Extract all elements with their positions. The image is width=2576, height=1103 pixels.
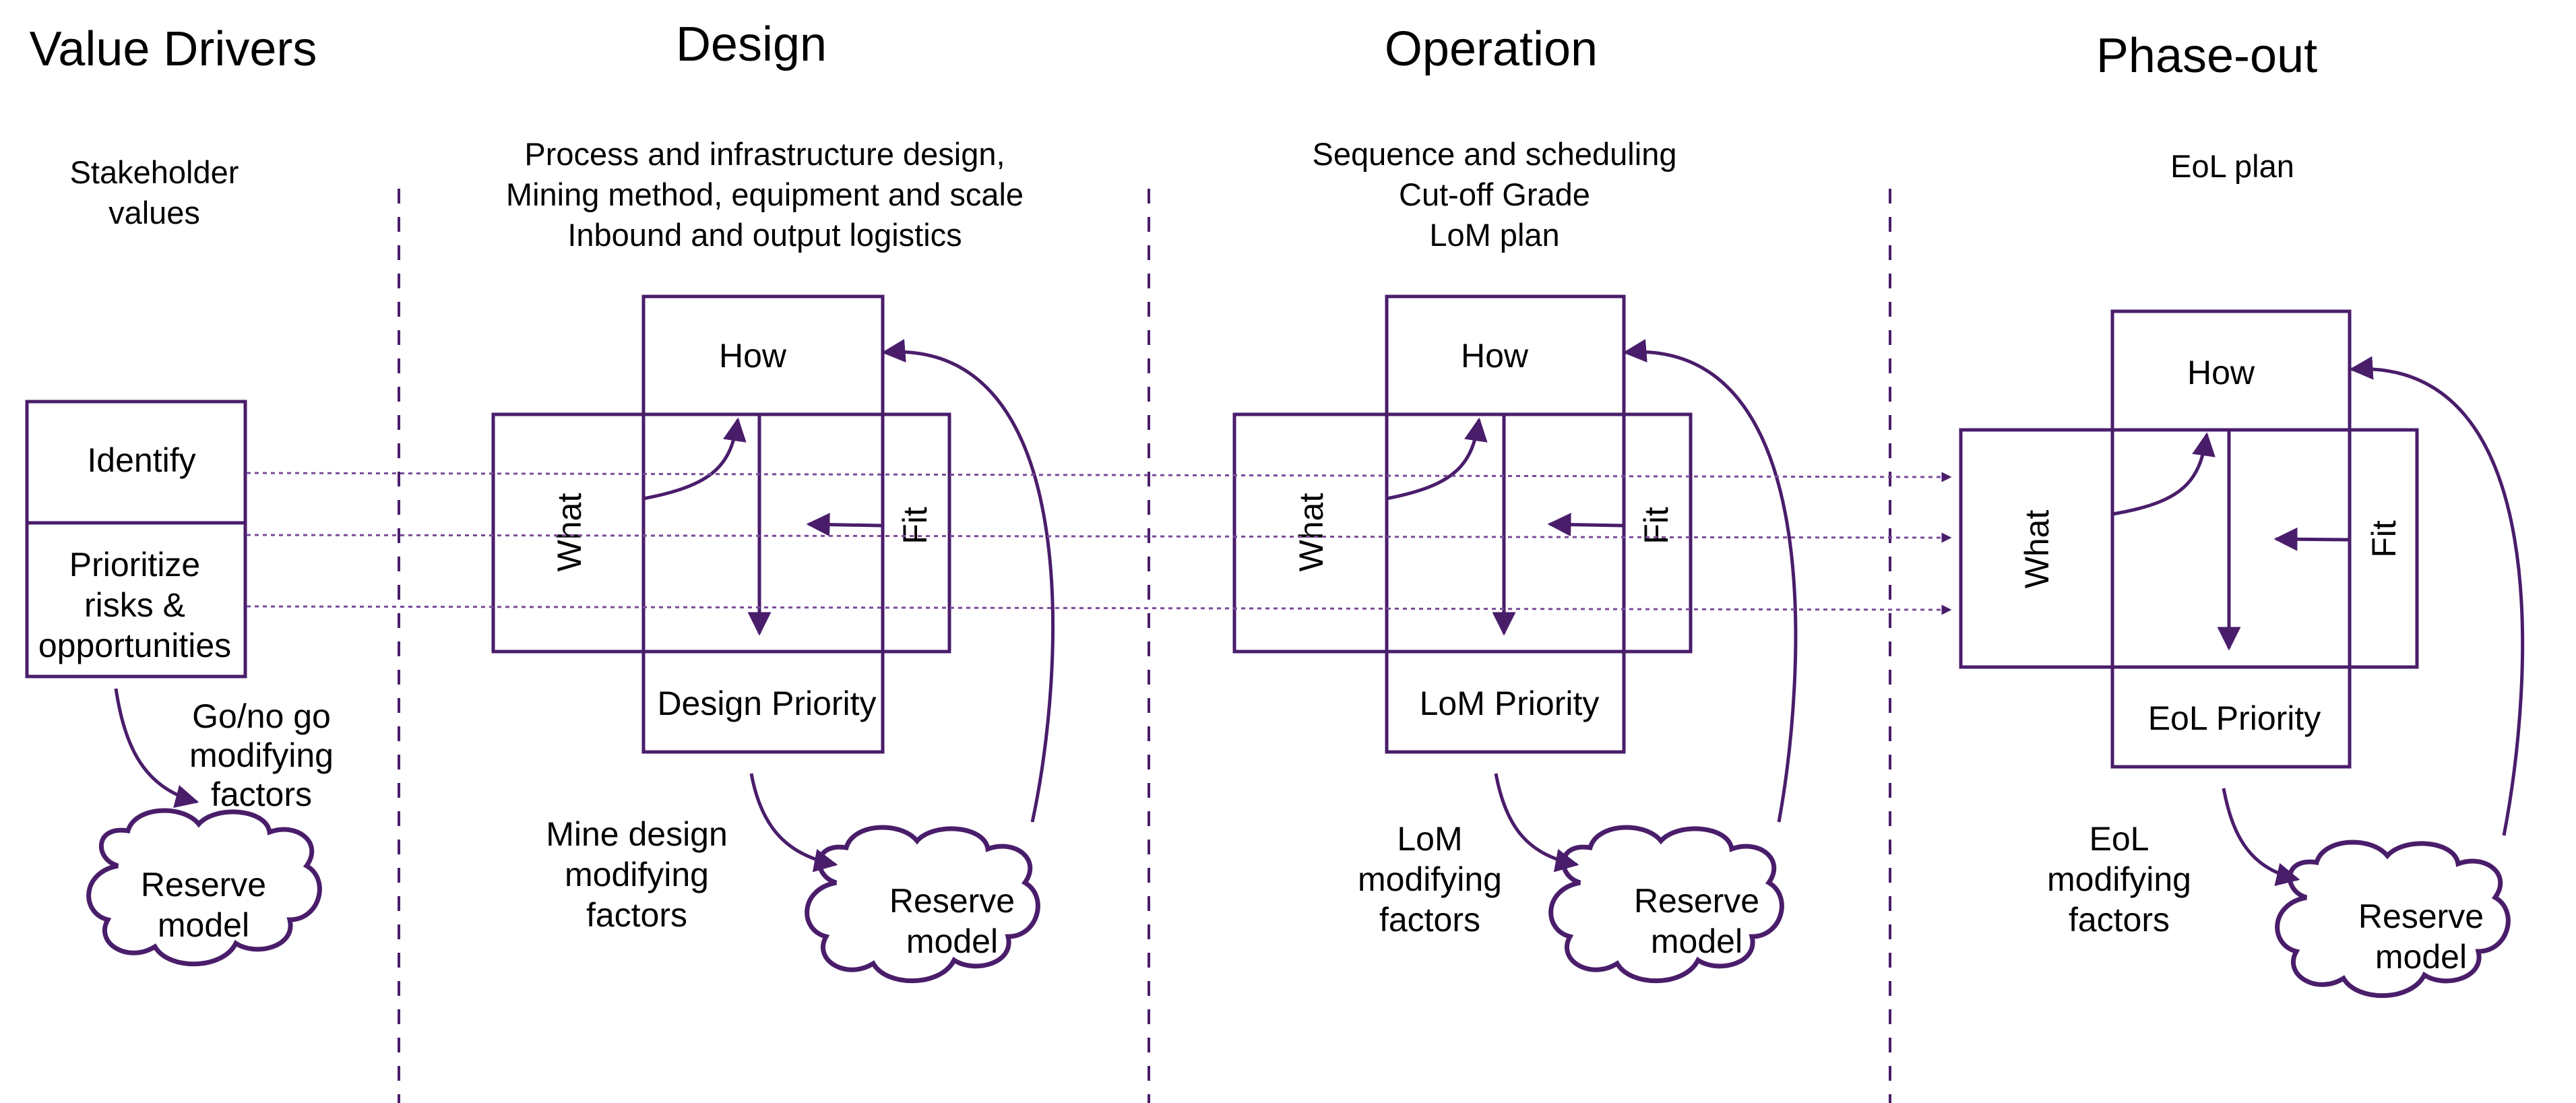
- design-subtitle: Mining method, equipment and scale: [506, 177, 1024, 212]
- reserve-model-cloud: [1548, 825, 1784, 984]
- design-factors-label: modifying: [565, 856, 709, 893]
- reserve-model-label: Reserve: [889, 882, 1015, 920]
- reserve-model-label: model: [906, 922, 998, 960]
- reserve-model-cloud: [86, 808, 322, 967]
- what-to-how-arrow: [1386, 417, 1488, 501]
- phase-out-horizontal-box: [1959, 428, 2419, 669]
- go-no-go-label: modifying: [189, 736, 334, 774]
- what-to-how-arrow: [643, 417, 747, 501]
- arrow-to-reserve-model: [2222, 788, 2300, 886]
- design-how-label: How: [719, 337, 787, 375]
- what-to-how-arrow: [2112, 432, 2216, 516]
- header-value-drivers: Value Drivers: [30, 22, 317, 76]
- identify-connector-line: [246, 472, 1952, 482]
- stakeholder-label: values: [108, 195, 200, 230]
- prioritize-label: Prioritize: [69, 546, 200, 584]
- phase-out-factors-label: factors: [2069, 901, 2170, 939]
- design-what-label: What: [551, 493, 588, 572]
- phase-out-priority-label: EoL Priority: [2148, 699, 2321, 737]
- prioritize-label: opportunities: [38, 627, 231, 664]
- operation-factors-label: modifying: [1358, 860, 1502, 898]
- phase-out-vertical-box: [2110, 309, 2352, 769]
- design-priority-label: Design Priority: [657, 685, 876, 722]
- phase-out-fit-label: Fit: [2365, 520, 2403, 558]
- reserve-model-label: Reserve: [1634, 882, 1759, 920]
- design-vertical-box: [641, 294, 885, 754]
- identify-label: Identify: [87, 441, 195, 479]
- reserve-model-label: model: [2375, 938, 2467, 976]
- design-fit-label: Fit: [896, 507, 934, 544]
- fit-arrow: [806, 513, 882, 537]
- operation-vertical-box: [1385, 294, 1626, 754]
- prioritize-connector-line: [246, 532, 1952, 543]
- design-factors-label: factors: [586, 896, 687, 934]
- design-factors-label: Mine design: [546, 815, 728, 853]
- operation-priority-label: LoM Priority: [1420, 685, 1600, 722]
- phase-out-how-label: How: [2187, 354, 2255, 391]
- opportunities-connector-line: [246, 604, 1952, 615]
- design-subtitle: Process and infrastructure design,: [524, 136, 1005, 172]
- feedback-arrow: [881, 339, 1055, 823]
- design-subtitle: Inbound and output logistics: [567, 217, 962, 253]
- phase-out-what-label: What: [2018, 510, 2056, 589]
- value-drivers-box: [25, 400, 247, 679]
- reserve-model-cloud: [805, 825, 1040, 984]
- stakeholder-label: Stakeholder: [70, 154, 239, 190]
- prioritize-label: risks &: [84, 586, 185, 624]
- arrow-to-reserve-model: [1494, 773, 1579, 873]
- design-horizontal-box: [491, 412, 951, 654]
- header-operation: Operation: [1385, 22, 1598, 76]
- header-phase-out: Phase-out: [2096, 29, 2317, 83]
- arrow-to-reserve-model: [114, 688, 199, 808]
- phase-out-factors-label: modifying: [2047, 860, 2191, 898]
- operation-subtitle: LoM plan: [1429, 217, 1559, 253]
- operation-fit-label: Fit: [1637, 507, 1675, 544]
- fit-arrow: [2273, 527, 2349, 551]
- feedback-arrow: [2349, 356, 2525, 836]
- phase-out-subtitle: EoL plan: [2170, 148, 2294, 184]
- reserve-model-label: Reserve: [141, 866, 266, 904]
- feedback-arrow: [1623, 339, 1798, 823]
- phase-out-factors-label: EoL: [2090, 820, 2149, 858]
- operation-how-label: How: [1461, 337, 1529, 375]
- operation-subtitle: Cut-off Grade: [1399, 177, 1590, 212]
- go-no-go-label: factors: [211, 776, 312, 813]
- reserve-model-label: model: [1651, 922, 1742, 960]
- operation-horizontal-box: [1232, 412, 1693, 654]
- operation-subtitle: Sequence and scheduling: [1313, 136, 1677, 172]
- operation-factors-label: LoM: [1397, 820, 1462, 858]
- fit-arrow: [1547, 513, 1623, 537]
- reserve-model-label: Reserve: [2358, 897, 2484, 935]
- go-no-go-label: Go/no go: [192, 697, 331, 735]
- operation-what-label: What: [1292, 493, 1330, 572]
- reserve-model-label: model: [158, 906, 249, 944]
- header-design: Design: [676, 18, 827, 71]
- operation-factors-label: factors: [1379, 901, 1480, 939]
- reserve-model-cloud: [2275, 840, 2511, 999]
